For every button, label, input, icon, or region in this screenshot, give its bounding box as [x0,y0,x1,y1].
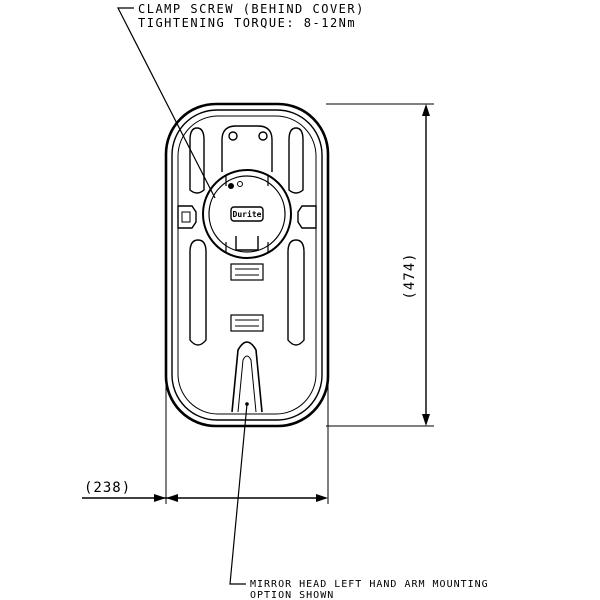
arm-mounting-pod [231,341,263,413]
right-side-clip [297,205,317,229]
housing-ribs [225,176,269,252]
cover-label-lower-text-lines [235,319,259,327]
outer-housing-outline [164,102,330,428]
height-arrow-top [422,104,430,116]
cover-label-upper [230,263,264,281]
top-right-mount-hole [258,131,268,141]
torque-label: TIGHTENING TORQUE: 8-12Nm [138,16,356,30]
clamp-screw-head [228,183,234,189]
option-shown-label: OPTION SHOWN [250,590,334,600]
lower-right-slot [287,239,305,346]
left-clip-slot [181,211,191,223]
width-arrow-right [316,494,328,502]
clamp-screw-callout: CLAMP SCREW (BEHIND COVER) TIGHTENING TO… [117,2,365,199]
housing-rim-inner [171,109,323,421]
screw-locator [237,181,243,187]
top-left-mount-hole [228,131,238,141]
mounting-option-callout: MIRROR HEAD LEFT HAND ARM MOUNTING OPTIO… [229,403,489,600]
width-arrow-left [154,494,166,502]
ball-joint-housing [202,169,292,259]
lower-left-slot [189,239,207,346]
cover-label-upper-text-lines [235,268,259,276]
left-side-clip [177,205,197,229]
mounting-option-label: MIRROR HEAD LEFT HAND ARM MOUNTING [250,579,489,590]
mounting-leader-line [229,403,248,585]
ball-joint-inner-ring [208,175,286,253]
width-dimension: (238) [82,312,329,504]
hub-lower-lug [235,236,259,251]
upper-left-slot [189,127,205,194]
arm-mounting-pod-inner [237,355,257,413]
mirror-head-body: Durite [164,102,330,428]
width-arrow-inner-left [166,494,178,502]
height-arrow-bottom [422,414,430,426]
clamp-screw-label: CLAMP SCREW (BEHIND COVER) [138,2,365,16]
width-dimension-value: (238) [84,480,131,496]
upper-right-slot [288,127,304,194]
height-dimension: (474) [326,103,434,427]
clamp-screw-leader-line [117,7,216,199]
cover-label-lower [230,314,264,332]
brand-logo-text: Durite [233,209,262,219]
cover-panel-outline [177,115,317,415]
brand-logo-badge [230,206,264,222]
top-mount-bracket [221,125,273,172]
height-dimension-value: (474) [402,252,418,299]
